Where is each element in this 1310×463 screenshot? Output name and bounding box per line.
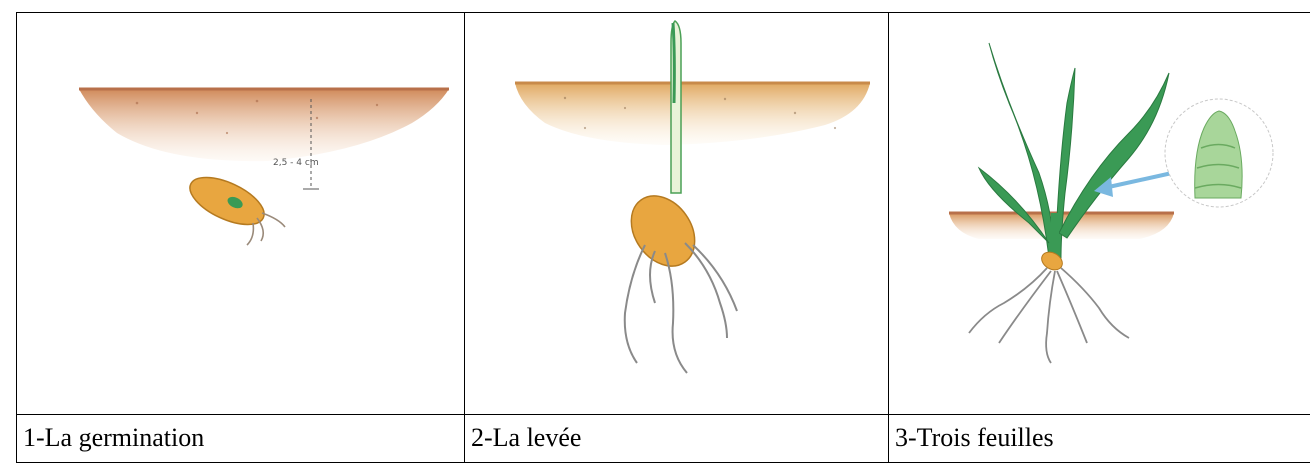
coleoptile bbox=[671, 21, 681, 193]
soil-layer bbox=[79, 89, 449, 161]
growth-stages-table: 2,5 - 4 cm bbox=[16, 12, 1310, 463]
soil-layer bbox=[515, 83, 870, 145]
caption-row: 1-La germination 2-La levée 3-Trois feui… bbox=[17, 414, 1310, 462]
stage-3-caption-cell: 3-Trois feuilles bbox=[889, 414, 1310, 462]
stage-2-caption: 2-La levée bbox=[465, 423, 888, 453]
illustration-row: 2,5 - 4 cm bbox=[17, 13, 1310, 415]
emergence-illustration bbox=[465, 13, 888, 412]
seed-icon bbox=[618, 184, 707, 278]
roots bbox=[969, 268, 1129, 363]
seed-icon bbox=[183, 168, 271, 234]
germination-illustration: 2,5 - 4 cm bbox=[17, 13, 464, 412]
depth-label: 2,5 - 4 cm bbox=[273, 158, 319, 168]
stage-2-caption-cell: 2-La levée bbox=[465, 414, 889, 462]
stage-3-caption: 3-Trois feuilles bbox=[889, 423, 1310, 453]
three-leaves-illustration bbox=[889, 13, 1310, 412]
stage-3-cell bbox=[889, 13, 1310, 415]
stage-1-caption-cell: 1-La germination bbox=[17, 414, 465, 462]
stage-2-cell bbox=[465, 13, 889, 415]
stage-1-cell: 2,5 - 4 cm bbox=[17, 13, 465, 415]
stage-1-caption: 1-La germination bbox=[17, 423, 464, 453]
